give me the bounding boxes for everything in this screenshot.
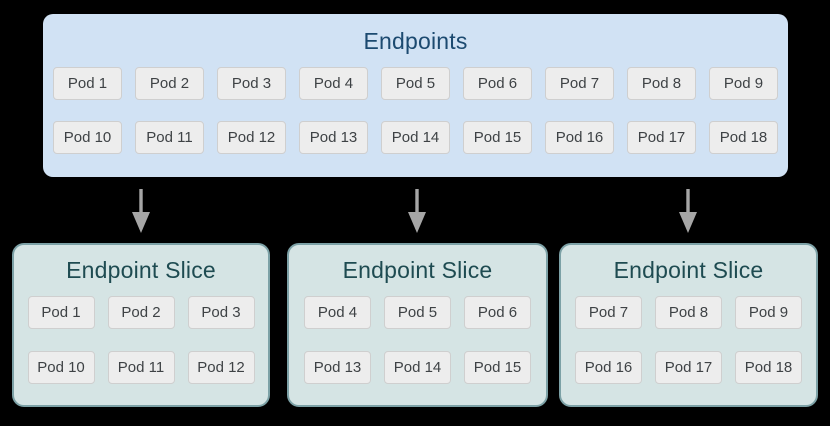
pod-box: Pod 13 [304,351,371,384]
pod-box: Pod 2 [135,67,204,100]
endpoint-slice-title: Endpoint Slice [342,257,493,283]
slice-1-pod-row-2: Pod 10 Pod 11 Pod 12 [14,351,268,384]
arrow-down-icon [407,189,427,233]
pod-box: Pod 6 [463,67,532,100]
arrow-down-icon [678,189,698,233]
slice-2-pod-row-1: Pod 4 Pod 5 Pod 6 [289,296,546,329]
endpoint-slice-title: Endpoint Slice [613,257,764,283]
pod-box: Pod 12 [217,121,286,154]
slice-1-pod-row-1: Pod 1 Pod 2 Pod 3 [14,296,268,329]
pod-box: Pod 15 [463,121,532,154]
pod-box: Pod 2 [107,296,175,329]
pod-box: Pod 11 [107,351,175,384]
endpoints-pod-row-2: Pod 10 Pod 11 Pod 12 Pod 13 Pod 14 Pod 15 Pod … [43,121,788,154]
pod-box: Pod 18 [735,351,802,384]
pod-box: Pod 16 [545,121,614,154]
pod-box: Pod 15 [464,351,531,384]
pod-box: Pod 14 [384,351,451,384]
pod-box: Pod 9 [709,67,778,100]
pod-box: Pod 5 [384,296,451,329]
slice-2-pod-row-2: Pod 13 Pod 14 Pod 15 [289,351,546,384]
pod-box: Pod 4 [304,296,371,329]
pod-box: Pod 16 [575,351,642,384]
endpoints-title: Endpoints [363,28,468,54]
pod-box: Pod 1 [27,296,95,329]
pod-box: Pod 8 [655,296,722,329]
pod-box: Pod 17 [627,121,696,154]
pod-box: Pod 3 [187,296,255,329]
pod-box: Pod 7 [545,67,614,100]
pod-box: Pod 1 [53,67,122,100]
endpoints-pod-row-1: Pod 1 Pod 2 Pod 3 Pod 4 Pod 5 Pod 6 Pod 7 Pod 8… [43,67,788,100]
slice-3-pod-row-1: Pod 7 Pod 8 Pod 9 [561,296,816,329]
pod-box: Pod 10 [53,121,122,154]
endpoints-box: Endpoints Pod 1 Pod 2 Pod 3 Pod 4 Pod 5 Pod 6… [43,14,788,177]
pod-box: Pod 10 [27,351,95,384]
pod-box: Pod 14 [381,121,450,154]
pod-box: Pod 5 [381,67,450,100]
arrow-down-icon [131,189,151,233]
endpoint-slice-title: Endpoint Slice [66,257,216,283]
slice-3-pod-row-2: Pod 16 Pod 17 Pod 18 [561,351,816,384]
pod-box: Pod 4 [299,67,368,100]
pod-box: Pod 8 [627,67,696,100]
pod-box: Pod 17 [655,351,722,384]
pod-box: Pod 9 [735,296,802,329]
pod-box: Pod 18 [709,121,778,154]
pod-box: Pod 13 [299,121,368,154]
pod-box: Pod 7 [575,296,642,329]
pod-box: Pod 3 [217,67,286,100]
pod-box: Pod 12 [187,351,255,384]
pod-box: Pod 6 [464,296,531,329]
pod-box: Pod 11 [135,121,204,154]
